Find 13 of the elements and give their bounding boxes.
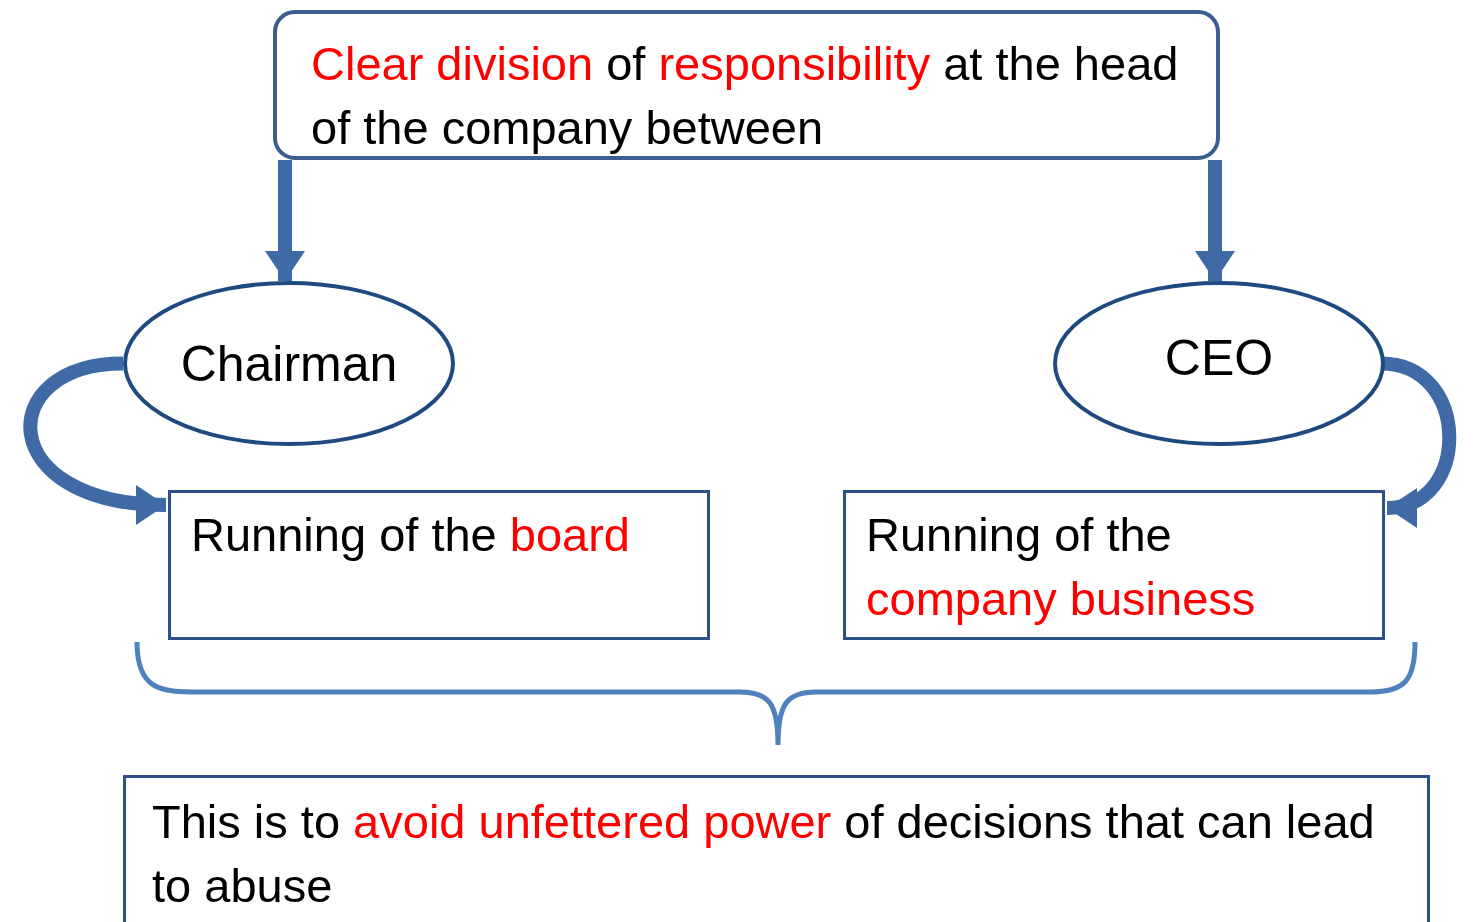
box-text: Clear division of responsibility at the head of the company between xyxy=(311,36,1180,156)
role-label: Chairman xyxy=(180,334,398,394)
arrow xyxy=(1195,160,1235,281)
box-text: This is to avoid unfettered power of decisions that can lead to abuse xyxy=(152,794,1376,914)
arrow xyxy=(265,160,305,281)
duty-box xyxy=(843,490,1385,640)
conclusion-box xyxy=(123,775,1430,922)
duty-box xyxy=(168,490,710,640)
statement-box xyxy=(273,10,1220,160)
role-label: CEO xyxy=(1164,328,1274,388)
box-text: Running of the company business xyxy=(866,507,1257,627)
box-text: Running of the board xyxy=(191,507,631,563)
arrow xyxy=(23,356,167,523)
